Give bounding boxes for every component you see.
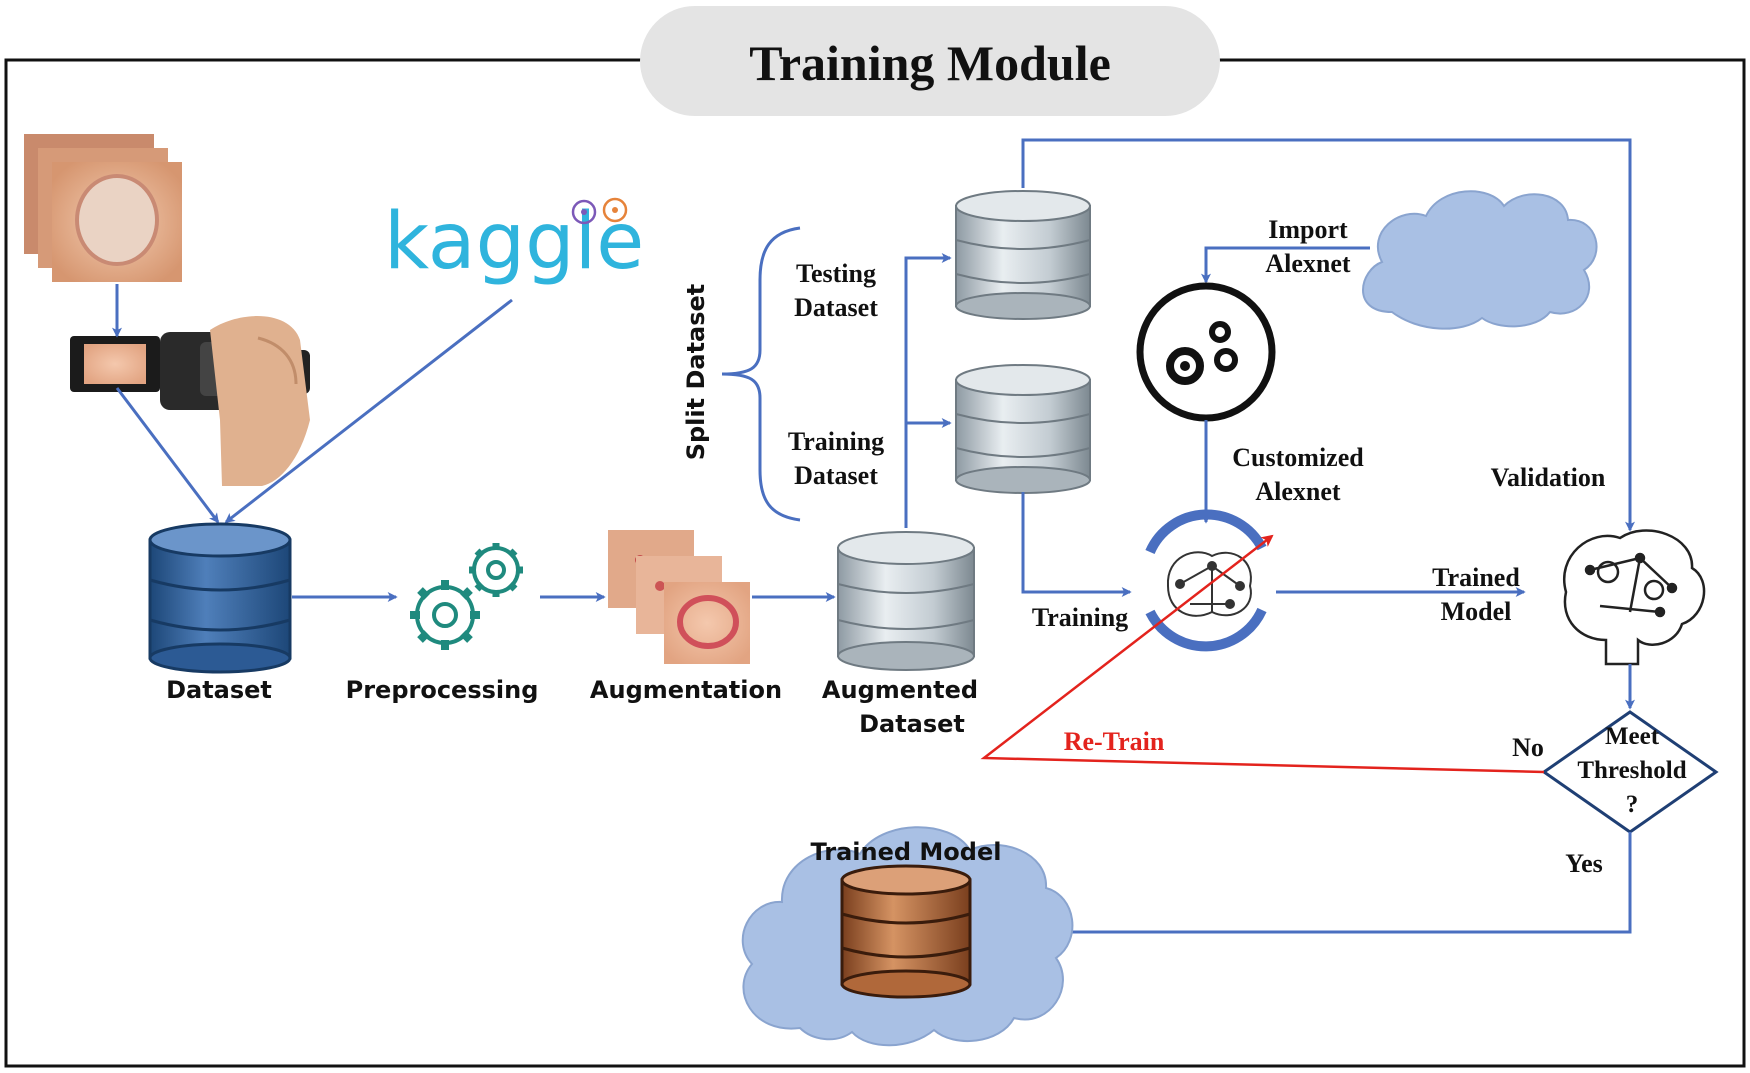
augmented-dataset-label-2: Dataset [859,710,965,738]
brain-network-icon [1166,551,1252,617]
database-icon [955,364,1091,494]
dataset-label: Dataset [166,676,272,704]
no-label: No [1512,733,1544,762]
customized-alexnet-label-2: Alexnet [1255,477,1341,506]
retrain-label: Re-Train [1064,727,1165,756]
database-icon [837,531,975,671]
title-pill: Training Module [640,6,1220,116]
database-icon [955,190,1091,320]
database-icon [148,522,292,674]
training-dataset-label-2: Dataset [794,461,878,490]
customized-alexnet-label-1: Customized [1232,443,1364,472]
meet-threshold-label-3: ? [1626,791,1639,818]
trained-model-store-label: Trained Model [811,838,1002,866]
validation-label: Validation [1491,463,1606,492]
page-title: Training Module [749,35,1111,91]
testing-dataset-label-1: Testing [796,259,876,288]
import-alexnet-label-1: Import [1268,215,1348,244]
meet-threshold-label-2: Threshold [1577,757,1686,784]
training-cycle-icon [1145,509,1267,652]
brain-network-icon [1563,529,1706,666]
meet-threshold-label-1: Meet [1605,723,1660,750]
database-icon [840,864,972,999]
testing-dataset-label-2: Dataset [794,293,878,322]
training-label: Training [1032,603,1128,632]
kaggle-network-icon [571,197,628,225]
trained-model-label-1: Trained [1432,563,1520,592]
skin-image-icon [24,134,182,282]
trained-model-label-2: Model [1441,597,1512,626]
kaggle-logo: kaggle [384,197,644,287]
split-dataset-label: Split Dataset [682,284,710,461]
training-dataset-label-1: Training [788,427,884,456]
alexnet-gears-icon [1136,282,1276,422]
preprocessing-label: Preprocessing [346,676,539,704]
yes-label: Yes [1565,849,1603,878]
gears-icon [410,543,523,650]
import-alexnet-label-2: Alexnet [1265,249,1351,278]
video-camera-icon [70,316,310,486]
augmented-dataset-label-1: Augmented [822,676,978,704]
augmentation-label: Augmentation [590,676,782,704]
cloud-icon [1362,190,1598,330]
svg-text:kaggle: kaggle [384,197,644,287]
split-brace [721,226,801,522]
augmentation-images [608,530,750,664]
